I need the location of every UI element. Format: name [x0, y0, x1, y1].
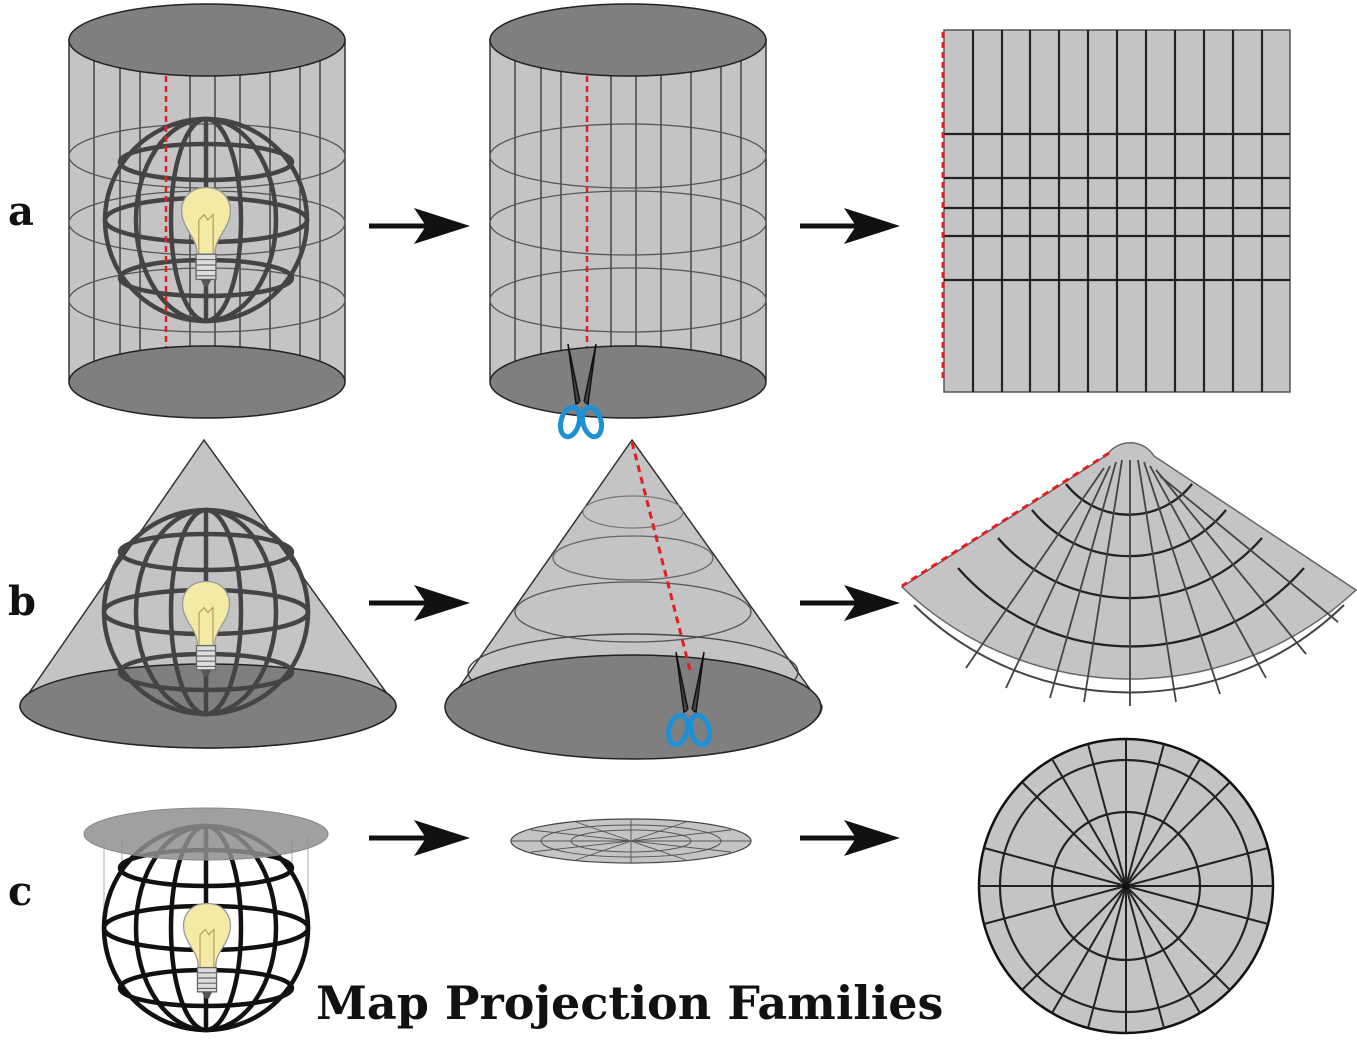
row-c-arrow-1-icon	[369, 820, 470, 856]
row-a-arrow-2-icon	[800, 208, 900, 244]
row-b-arrow-2-icon	[800, 585, 900, 621]
row-b-conic-map	[900, 442, 1357, 706]
row-b-cone-with-globe	[19, 438, 397, 749]
row-c-arrow-2-icon	[800, 820, 900, 856]
row-a-cylindrical-map	[941, 29, 1291, 393]
row-label-a: a	[8, 188, 34, 235]
row-b-cone-cut	[444, 438, 823, 760]
row-a-cylinder-with-globe	[68, 3, 346, 419]
row-a-arrow-1-icon	[369, 208, 470, 244]
row-a-cylinder-cut	[489, 3, 767, 419]
row-label-c: c	[8, 868, 33, 915]
row-c-azimuthal-map	[977, 737, 1275, 1035]
row-c-plane-with-globe	[83, 807, 329, 1033]
row-label-b: b	[8, 578, 36, 625]
row-b-arrow-1-icon	[369, 585, 470, 621]
diagram-title: Map Projection Families	[316, 976, 944, 1030]
row-c-flat-disc	[510, 818, 752, 864]
